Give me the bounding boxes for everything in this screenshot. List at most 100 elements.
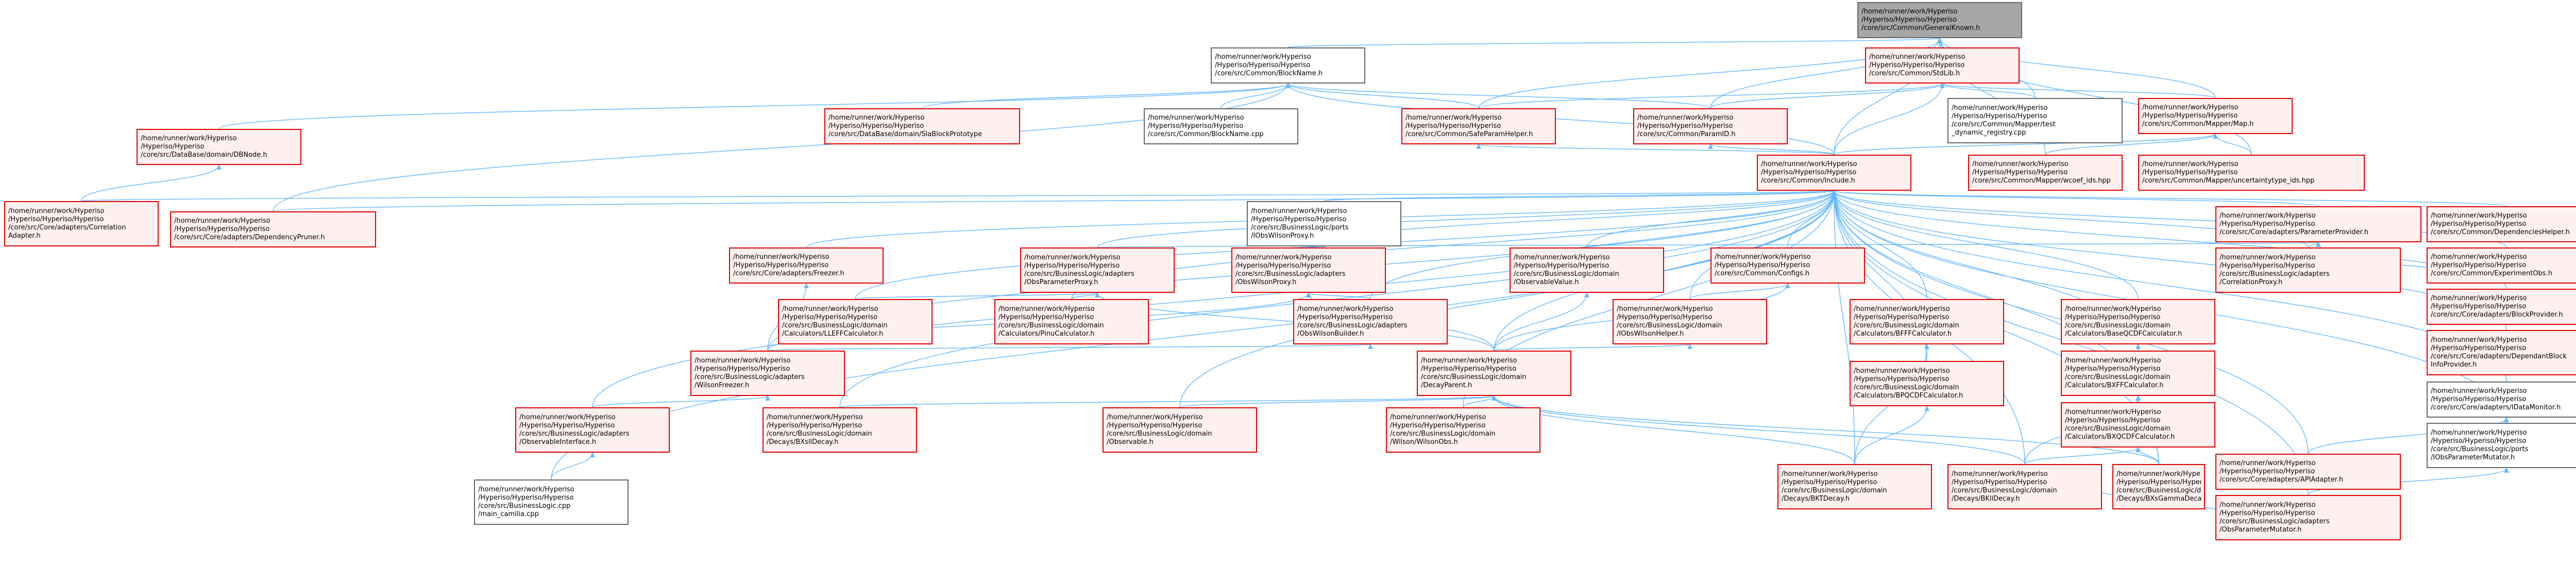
file-node-line: /Hyperiso/Hyperiso/Hyperiso [2431,220,2527,228]
file-node-dep-block[interactable]: /home/runner/work/Hyperiso/Hyperiso/Hype… [2427,330,2576,375]
file-node-bkll-decay[interactable]: /home/runner/work/Hyperiso/Hyperiso/Hype… [1947,464,2102,509]
file-node-line: /core/src/BusinessLogic/adapters [694,373,805,381]
file-node-line: /home/runner/work/Hyperiso [1637,114,1734,122]
file-node-corr-adapter[interactable]: /home/runner/work/Hyperiso/Hyperiso/Hype… [4,201,159,246]
file-node-dep-helper[interactable]: /home/runner/work/Hyperiso/Hyperiso/Hype… [2427,206,2576,242]
dependency-edge [1287,38,1942,48]
file-node-lleff-calc[interactable]: /home/runner/work/Hyperiso/Hyperiso/Hype… [778,299,933,344]
file-node-freezer[interactable]: /home/runner/work/Hyperiso/Hyperiso/Hype… [729,247,884,284]
file-node-blockname-h[interactable]: /home/runner/work/Hyperiso/Hyperiso/Hype… [1211,47,1365,84]
file-node-dbnode[interactable]: /home/runner/work/Hyperiso/Hyperiso/Hype… [137,129,301,165]
file-node-line: /Hyperiso/Hyperiso/Hyperiso [1952,112,2047,120]
file-node-wilson-freezer[interactable]: /home/runner/work/Hyperiso/Hyperiso/Hype… [690,351,845,396]
file-node-obs-wilson-iface[interactable]: /home/runner/work/Hyperiso/Hyperiso/Hype… [515,407,670,453]
file-node-line: /core/src/Common/SafeParamHelper.h [1405,130,1533,138]
file-node-configs[interactable]: /home/runner/work/Hyperiso/Hyperiso/Hype… [1710,247,1865,284]
file-node-line: /Hyperiso/Hyperiso/Hyperiso [2219,509,2315,517]
file-node-api-adapter[interactable]: /home/runner/work/Hyperiso/Hyperiso/Hype… [2215,454,2401,490]
file-node-line: /Decays/BKTDecay.h [1782,495,1850,503]
file-node-experiment-obs[interactable]: /home/runner/work/Hyperiso/Hyperiso/Hype… [2427,247,2576,284]
file-node-baseqcd-calc[interactable]: /home/runner/work/Hyperiso/Hyperiso/Hype… [2061,299,2215,344]
file-node-bpqcdf-calc[interactable]: /home/runner/work/Hyperiso/Hyperiso/Hype… [1850,361,2004,406]
file-node-line: /Hyperiso/Hyperiso/Hyperiso [1297,313,1393,321]
file-node-line: /Hyperiso/Hyperiso/Hyperiso [1854,313,1950,321]
file-node-line: /ObsWilsonBuilder.h [1297,330,1364,338]
file-node-line: /home/runner/work/Hyperiso [141,135,237,142]
file-node-bxll-decay[interactable]: /home/runner/work/Hyperiso/Hyperiso/Hype… [762,407,917,453]
file-node-line: /Hyperiso/Hyperiso/Hyperiso [1148,122,1244,130]
file-node-line: /home/runner/work/Hyperiso [1215,53,1311,61]
file-node-main-camilia[interactable]: /home/runner/work/Hyperiso/Hyperiso/Hype… [474,479,629,525]
file-node-root: /home/runner/work/Hyperiso/Hyperiso/Hype… [1857,2,2022,38]
dependency-edge [1221,83,1291,109]
file-node-line: /core/src/BusinessLogic/domain [998,322,1104,329]
file-node-line: /core/src/Core/adapters/Correlation [8,224,126,231]
dependency-edge [1476,144,1835,155]
file-node-obs-param-proxy[interactable]: /home/runner/work/Hyperiso/Hyperiso/Hype… [1020,247,1175,293]
file-node-line: /core/src/Core/adapters/APIAdapter.h [2219,476,2344,484]
file-node-line: /core/src/Common/BlockName.h [1215,70,1323,77]
file-node-obs-wilson-builder[interactable]: /home/runner/work/Hyperiso/Hyperiso/Hype… [1293,299,1448,344]
dependency-edge [1097,242,2319,248]
file-node-iobs-wilson-helper[interactable]: /home/runner/work/Hyperiso/Hyperiso/Hype… [1613,299,1767,344]
file-node-pinu-calc[interactable]: /home/runner/work/Hyperiso/Hyperiso/Hype… [994,299,1149,344]
file-node-include-h[interactable]: /home/runner/work/Hyperiso/Hyperiso/Hype… [1757,155,1911,191]
file-node-line: /Hyperiso/Hyperiso/Hyperiso [1761,169,1857,176]
file-node-idata-monitor[interactable]: /home/runner/work/Hyperiso/Hyperiso/Hype… [2427,382,2576,418]
file-node-line: /home/runner/work/Hyperiso [1715,253,1811,261]
file-node-line: /home/runner/work/Hyperiso [1514,254,1610,261]
dependency-edge [855,292,1100,300]
file-node-line: /main_camilia.cpp [478,510,539,518]
file-node-stdlib-h[interactable]: /home/runner/work/Hyperiso/Hyperiso/Hype… [1865,47,2020,84]
file-node-mapper-wcoef[interactable]: /home/runner/work/Hyperiso/Hyperiso/Hype… [1968,155,2123,191]
file-node-line: /core/src/Common/Configs.h [1715,270,1810,277]
dependency-edge [551,452,595,480]
file-node-line: /core/src/BusinessLogic/domain [767,430,872,438]
dependency-edge [1494,292,1589,351]
file-node-mapper-unc[interactable]: /home/runner/work/Hyperiso/Hyperiso/Hype… [2138,155,2365,191]
dependency-edge [922,83,1291,109]
file-node-line: /home/runner/work/Hyperiso [1972,160,2069,168]
dependency-edge [1285,83,1479,109]
file-node-iobs-param-mut[interactable]: /home/runner/work/Hyperiso/Hyperiso/Hype… [2427,423,2576,468]
file-node-correlation-proxy[interactable]: /home/runner/work/Hyperiso/Hyperiso/Hype… [2215,247,2401,293]
file-node-paramid[interactable]: /home/runner/work/Hyperiso/Hyperiso/Hype… [1633,108,1788,144]
file-node-blockname-cpp[interactable]: /home/runner/work/Hyperiso/Hyperiso/Hype… [1144,108,1298,144]
dependency-edge [1097,190,1837,248]
file-node-line: /Hyperiso/Hyperiso/Hyperiso [478,494,574,502]
file-node-line: /Hyperiso/Hyperiso/Hyperiso [1251,216,1347,223]
file-node-wilson-obs[interactable]: /home/runner/work/Hyperiso/Hyperiso/Hype… [1386,407,1540,453]
dependency-edge [1832,190,2319,207]
file-node-iobs-proxy[interactable]: /home/runner/work/Hyperiso/Hyperiso/Hype… [1247,201,1401,246]
dependency-edge [1834,134,2218,155]
file-node-line: /home/runner/work/Hyperiso [1390,413,1486,421]
file-node-obs-value[interactable]: /home/runner/work/Hyperiso/Hyperiso/Hype… [1510,247,1664,293]
file-node-safeparamhelper[interactable]: /home/runner/work/Hyperiso/Hyperiso/Hype… [1401,108,1556,144]
file-node-line: /Decays/BXsllDecay.h [767,438,839,446]
file-node-obs-param-mut[interactable]: /home/runner/work/Hyperiso/Hyperiso/Hype… [2215,495,2401,540]
file-node-line: /Calculators/BXFFCalculator.h [2065,382,2164,389]
file-node-slhablock[interactable]: /home/runner/work/Hyperiso/Hyperiso/Hype… [824,108,1020,144]
file-node-line: /Hyperiso/Hyperiso/Hyperiso [1405,122,1501,130]
file-node-bxqcdf-calc[interactable]: /home/runner/work/Hyperiso/Hyperiso/Hype… [2061,402,2215,448]
file-node-bxsgamma-decay[interactable]: /home/runner/work/Hyperiso/Hyperiso/Hype… [2112,464,2205,509]
file-node-param-provider[interactable]: /home/runner/work/Hyperiso/Hyperiso/Hype… [2215,206,2421,242]
file-node-line: /core/src/Core/adapters/DependantBlock [2431,353,2567,360]
file-node-line: /Calculators/LLEFFCalculator.h [782,330,884,338]
file-node-obs-wilson-proxy[interactable]: /home/runner/work/Hyperiso/Hyperiso/Hype… [1231,247,1386,293]
file-node-line: /Hyperiso/Hyperiso/Hyperiso [2431,437,2527,445]
file-node-block-provider[interactable]: /home/runner/work/Hyperiso/Hyperiso/Hype… [2427,289,2576,325]
file-node-mapper-map[interactable]: /home/runner/work/Hyperiso/Hyperiso/Hype… [2138,98,2293,134]
file-node-mapper-test[interactable]: /home/runner/work/Hyperiso/Hyperiso/Hype… [1947,98,2123,143]
file-node-bxff-calc[interactable]: /home/runner/work/Hyperiso/Hyperiso/Hype… [2061,351,2215,396]
file-node-dep-pruner[interactable]: /home/runner/work/Hyperiso/Hyperiso/Hype… [170,211,376,247]
file-node-bktoll-decay[interactable]: /home/runner/work/Hyperiso/Hyperiso/Hype… [1777,464,1932,509]
file-node-line: /home/runner/work/Hyperiso [519,413,616,421]
file-node-line: /core/src/BusinessLogic/domain [1854,384,1959,391]
file-node-decay-parent[interactable]: /home/runner/work/Hyperiso/Hyperiso/Hype… [1417,351,1571,396]
file-node-line: /core/src/Common/DependenciesHelper.h [2431,228,2570,236]
file-node-observable[interactable]: /home/runner/work/Hyperiso/Hyperiso/Hype… [1103,407,1257,453]
file-node-bfff-calc[interactable]: /home/runner/work/Hyperiso/Hyperiso/Hype… [1850,299,2004,344]
file-node-line: /core/src/Core/adapters/Freezer.h [733,270,844,277]
dependency-edge [218,83,1291,129]
